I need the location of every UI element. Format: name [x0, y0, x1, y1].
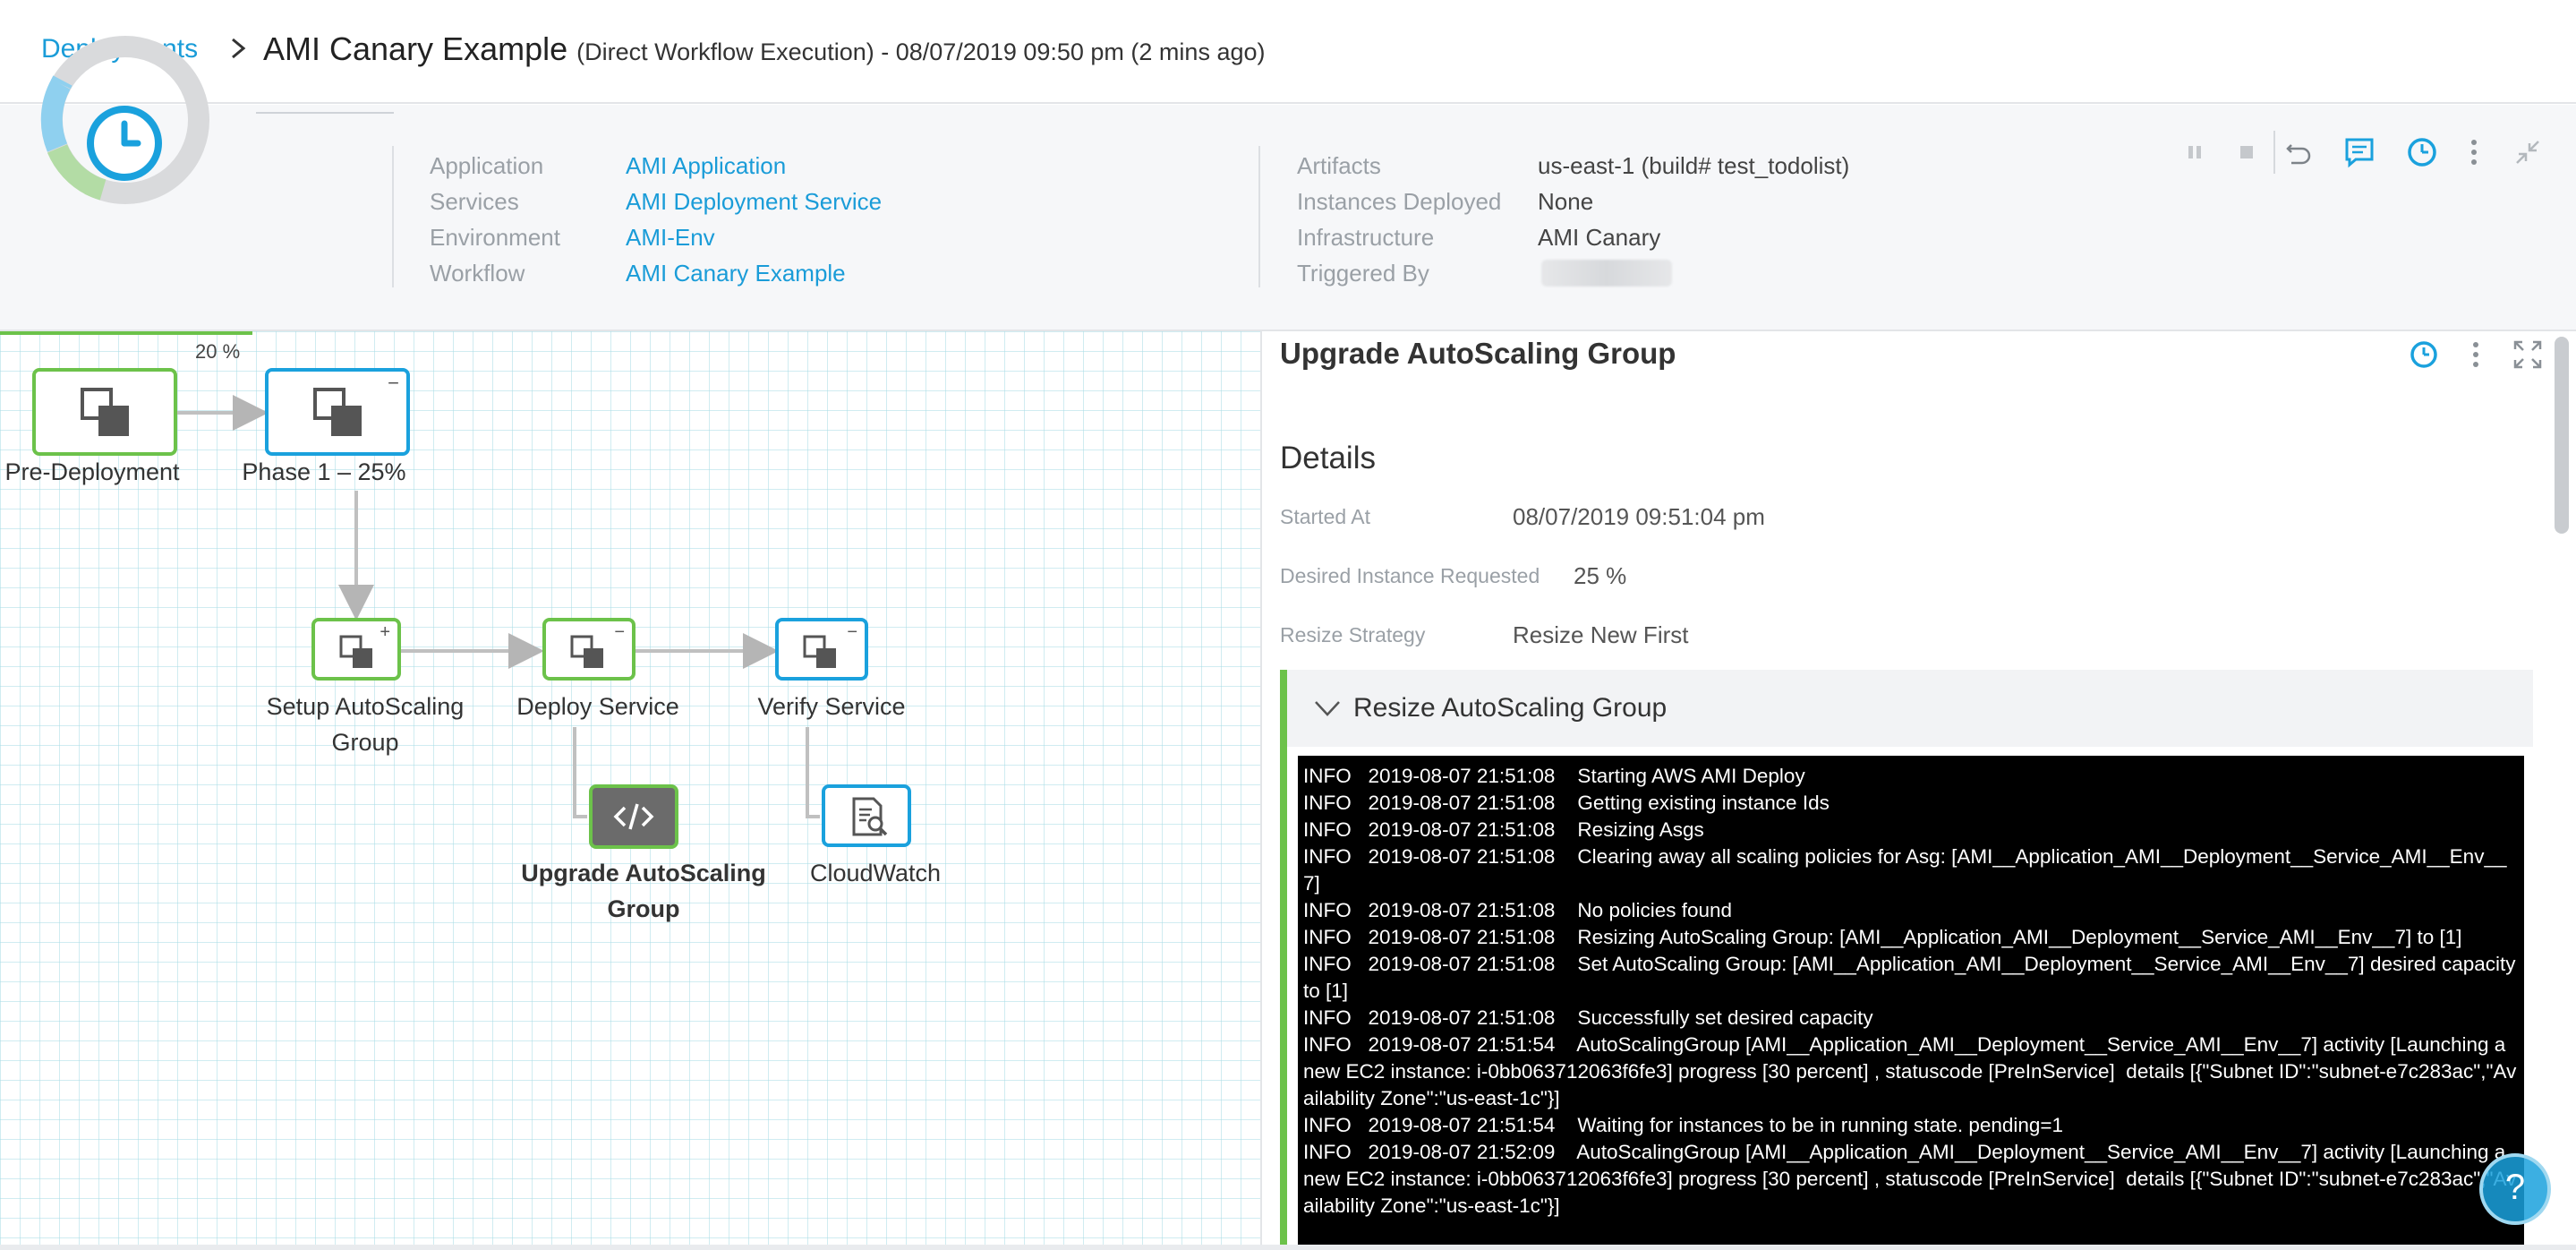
pre-deployment-node[interactable]: [32, 368, 177, 456]
phase-icon: [803, 635, 836, 668]
artifacts-label: Artifacts: [1297, 152, 1381, 179]
artifacts-value: us-east-1 (build# test_todolist): [1538, 152, 1850, 179]
expand-icon[interactable]: [2510, 337, 2546, 372]
log-line: INFO 2019-08-07 21:51:08 No policies fou…: [1303, 899, 1733, 921]
application-link[interactable]: AMI Application: [626, 152, 787, 179]
services-link[interactable]: AMI Deployment Service: [626, 188, 883, 215]
started-at-label: Started At: [1280, 505, 1371, 528]
cloudwatch-label: CloudWatch: [809, 860, 942, 886]
infrastructure-value: AMI Canary: [1538, 224, 1661, 251]
application-label: Application: [430, 152, 544, 179]
more-vertical-icon[interactable]: [2458, 337, 2494, 372]
log-line: INFO 2019-08-07 21:51:08 Starting AWS AM…: [1303, 765, 1805, 787]
expand-plus-icon[interactable]: +: [380, 622, 390, 642]
graph-connectors: [177, 395, 820, 818]
workflow-title: AMI Canary Example: [263, 30, 568, 67]
services-label: Services: [430, 188, 519, 215]
workflow-graph-canvas[interactable]: [0, 331, 1260, 1250]
help-button[interactable]: ?: [2479, 1153, 2551, 1225]
phase-icon: [313, 388, 362, 436]
collapse-minus-icon[interactable]: −: [388, 372, 399, 394]
page-title: AMI Canary Example (Direct Workflow Exec…: [263, 30, 1265, 68]
comment-icon[interactable]: [2341, 134, 2377, 170]
desired-instance-label: Desired Instance Requested: [1280, 564, 1540, 587]
setup-autoscaling-group-label-line1: Setup AutoScaling: [266, 693, 465, 720]
document-search-icon: [852, 797, 888, 836]
instances-deployed-value: None: [1538, 188, 1594, 215]
log-line: INFO 2019-08-07 21:51:08 Resizing AutoSc…: [1303, 926, 2462, 948]
log-line: INFO 2019-08-07 21:51:54 Waiting for ins…: [1303, 1114, 2064, 1136]
divider: [2273, 131, 2275, 174]
collapse-minus-icon[interactable]: −: [847, 622, 857, 642]
more-vertical-icon[interactable]: [2456, 134, 2492, 170]
details-scrollbar[interactable]: [2555, 337, 2569, 534]
setup-autoscaling-group-label-line2: Group: [331, 729, 399, 756]
divider: [392, 146, 394, 287]
divider: [1258, 146, 1260, 287]
log-console[interactable]: INFO 2019-08-07 21:51:08 Starting AWS AM…: [1298, 756, 2524, 1250]
overall-progress-label: 20 %: [195, 340, 241, 363]
progress-gauge-icon: [40, 36, 209, 204]
desired-instance-value: 25 %: [1574, 562, 1627, 589]
environment-link[interactable]: AMI-Env: [626, 224, 715, 251]
log-line: INFO 2019-08-07 21:51:08 Successfully se…: [1303, 1006, 1873, 1029]
top-bar: Deployments AMI Canary Example (Direct W…: [0, 0, 2576, 104]
workflow-label: Workflow: [430, 260, 525, 287]
environment-label: Environment: [430, 224, 560, 251]
infrastructure-label: Infrastructure: [1297, 224, 1435, 251]
collapse-icon[interactable]: [2510, 134, 2546, 170]
log-line: INFO 2019-08-07 21:51:08 Set AutoScaling…: [1303, 953, 2521, 1002]
pre-deployment-label: Pre-Deployment: [4, 458, 180, 485]
chevron-right-icon: [232, 38, 246, 59]
log-line: INFO 2019-08-07 21:51:08 Getting existin…: [1303, 792, 1830, 814]
resize-strategy-label: Resize Strategy: [1280, 623, 1426, 646]
bottom-scrollbar-track: [0, 1245, 2576, 1250]
upgrade-autoscaling-group-node[interactable]: [589, 784, 678, 849]
help-icon: ?: [2504, 1168, 2526, 1207]
chevron-down-icon[interactable]: [1312, 693, 1343, 723]
log-line: INFO 2019-08-07 21:51:08 Resizing Asgs: [1303, 818, 1704, 841]
details-panel-title: Upgrade AutoScaling Group: [1280, 337, 1676, 370]
code-icon: [613, 803, 654, 830]
cloudwatch-node[interactable]: [822, 784, 911, 847]
phase-icon: [81, 388, 129, 436]
divider: [256, 112, 394, 114]
instances-deployed-label: Instances Deployed: [1297, 188, 1502, 215]
verify-service-label: Verify Service: [757, 693, 906, 720]
triggered-by-label: Triggered By: [1297, 260, 1429, 287]
resize-asg-section-title: Resize AutoScaling Group: [1353, 693, 1668, 723]
rollback-icon[interactable]: [2281, 134, 2316, 170]
started-at-value: 08/07/2019 09:51:04 pm: [1513, 503, 1765, 530]
log-line: INFO 2019-08-07 21:51:54 AutoScalingGrou…: [1303, 1033, 2517, 1109]
triggered-by-value: [1541, 260, 1672, 287]
phase-1-node[interactable]: −: [265, 368, 410, 456]
deploy-service-label: Deploy Service: [516, 693, 679, 720]
resize-asg-section-header[interactable]: [1287, 670, 2533, 747]
collapse-minus-icon[interactable]: −: [614, 622, 625, 642]
log-line: INFO 2019-08-07 21:52:09 AutoScalingGrou…: [1303, 1141, 2517, 1217]
clock-icon[interactable]: [2406, 337, 2442, 372]
phase-1-label: Phase 1 – 25%: [242, 458, 406, 485]
clock-icon[interactable]: [2404, 134, 2440, 170]
upgrade-autoscaling-group-label-line1: Upgrade AutoScaling: [521, 860, 766, 886]
details-heading: Details: [1280, 441, 1376, 475]
phase-icon: [570, 635, 603, 668]
execution-subtitle: (Direct Workflow Execution) - 08/07/2019…: [576, 39, 1266, 65]
upgrade-autoscaling-group-label-line2: Group: [607, 895, 680, 922]
pause-icon[interactable]: [2177, 134, 2213, 170]
deploy-service-node[interactable]: −: [542, 618, 635, 681]
workflow-link[interactable]: AMI Canary Example: [626, 260, 846, 287]
phase-icon: [339, 635, 372, 668]
verify-service-node[interactable]: −: [775, 618, 868, 681]
deployment-summary: [0, 105, 2576, 331]
stop-icon[interactable]: [2229, 134, 2265, 170]
log-line: INFO 2019-08-07 21:51:08 Clearing away a…: [1303, 845, 2507, 895]
resize-strategy-value: Resize New First: [1513, 621, 1689, 648]
setup-autoscaling-group-node[interactable]: +: [311, 618, 401, 681]
overall-progress-bar: [0, 331, 252, 335]
